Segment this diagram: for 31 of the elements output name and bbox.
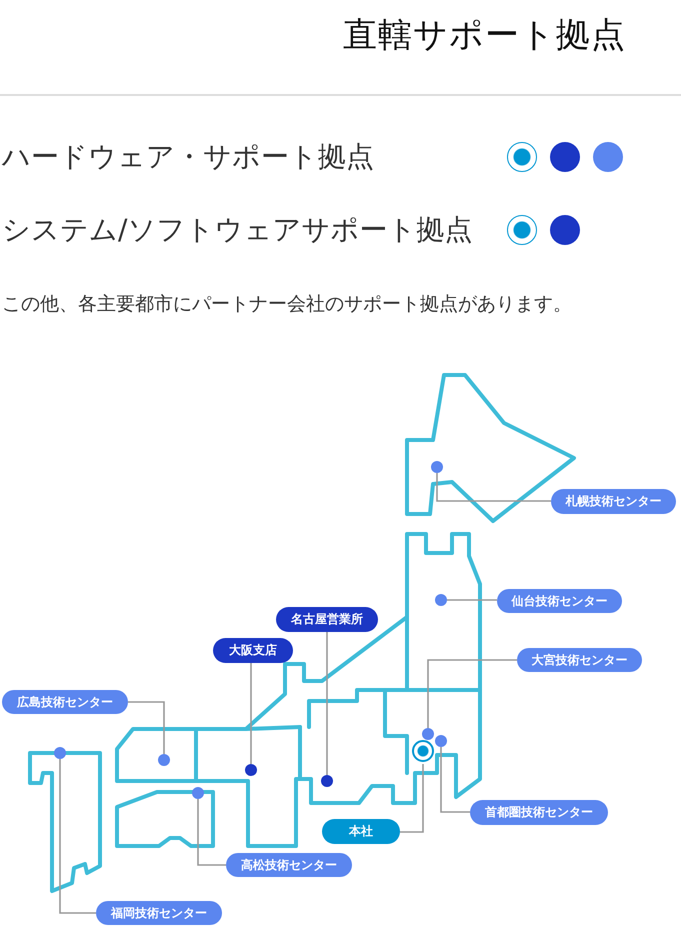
location-dot [158, 754, 170, 766]
title: 直轄サポート拠点 [343, 14, 626, 57]
location-dot [245, 764, 257, 776]
leader-line [59, 759, 96, 914]
location-dot [321, 775, 333, 787]
location-label: 福岡技術センター [96, 901, 222, 925]
leader-line [326, 632, 328, 775]
location-label: 高松技術センター [226, 853, 352, 877]
target-dot [412, 740, 434, 762]
location-label: 札幌技術センター [551, 489, 676, 514]
location-label: 大阪支店 [213, 638, 293, 663]
location-dot [431, 461, 443, 473]
leader-line [447, 599, 497, 601]
location-label: 首都圏技術センター [470, 800, 608, 825]
leader-line [128, 701, 165, 754]
location-dot [422, 728, 434, 740]
location-dot [54, 747, 66, 759]
leader-line [197, 799, 226, 866]
location-label: 広島技術センター [2, 690, 128, 714]
location-dot [435, 594, 447, 606]
location-label: 大宮技術センター [517, 648, 642, 672]
location-label: 名古屋営業所 [276, 607, 378, 632]
location-label: 仙台技術センター [497, 589, 622, 613]
leader-line [250, 663, 252, 764]
legend-text: ハードウェア・サポート拠点 [2, 139, 374, 175]
location-dot [435, 735, 447, 747]
location-label: 本社 [322, 819, 400, 844]
note-text: この他、各主要都市にパートナー会社のサポート拠点があります。 [2, 292, 572, 317]
legend-text: システム/ソフトウェアサポート拠点 [2, 212, 472, 248]
leader-line [400, 764, 424, 833]
location-dot [192, 787, 204, 799]
